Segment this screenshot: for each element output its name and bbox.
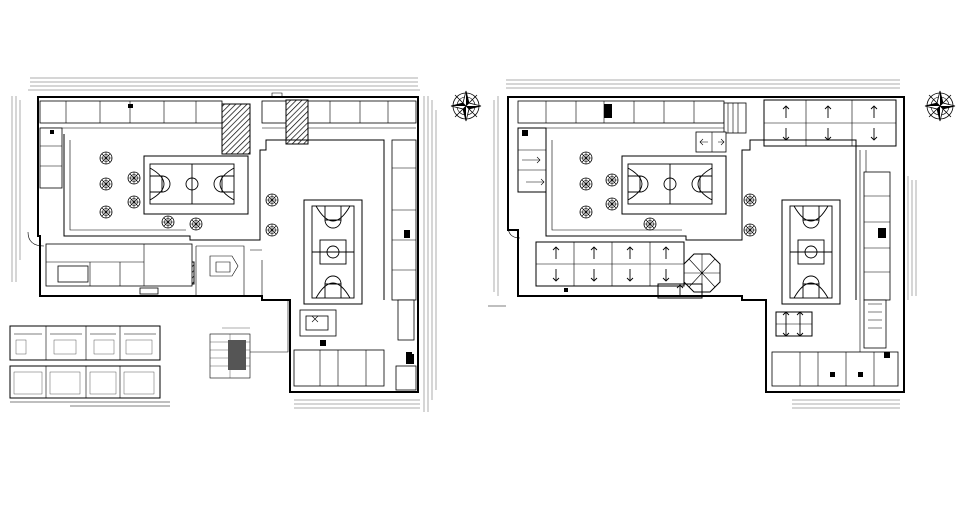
right-east-wing <box>859 150 891 360</box>
left-trees <box>99 151 279 237</box>
right-basketball-court <box>781 199 841 305</box>
right-northeast-block <box>763 99 897 147</box>
left-outer-wall <box>37 96 419 393</box>
left-west-wing <box>39 127 63 189</box>
right-octagon-stair <box>657 253 721 299</box>
right-outer-wall <box>507 96 905 393</box>
right-site-boundary <box>493 79 917 409</box>
right-small-arrow-room <box>695 131 727 153</box>
right-courtyard-court <box>621 155 727 215</box>
left-east-wing <box>391 139 417 364</box>
left-courtyard-edge <box>63 134 385 300</box>
left-compass-north-icon <box>450 90 482 122</box>
left-hatched-block-1 <box>221 103 251 155</box>
right-small-arrow-block <box>775 311 813 337</box>
right-trees <box>579 151 757 237</box>
left-south-wing <box>45 243 263 296</box>
left-courtyard-court <box>143 155 249 215</box>
right-top-wing <box>517 100 747 134</box>
left-southeast-rooms <box>293 309 417 391</box>
left-basketball-court <box>303 199 363 305</box>
left-floor-plan <box>9 77 482 412</box>
right-courtyard-edge <box>545 134 857 300</box>
right-compass-north-icon <box>924 90 956 122</box>
left-schedule-table <box>209 300 289 379</box>
left-elevation-sheets <box>9 325 170 407</box>
right-floor-plan <box>488 79 956 409</box>
left-hatched-block-2 <box>285 99 309 145</box>
right-southeast-rooms <box>771 351 899 387</box>
right-west-wing <box>517 127 547 193</box>
left-site-boundary <box>11 77 437 412</box>
